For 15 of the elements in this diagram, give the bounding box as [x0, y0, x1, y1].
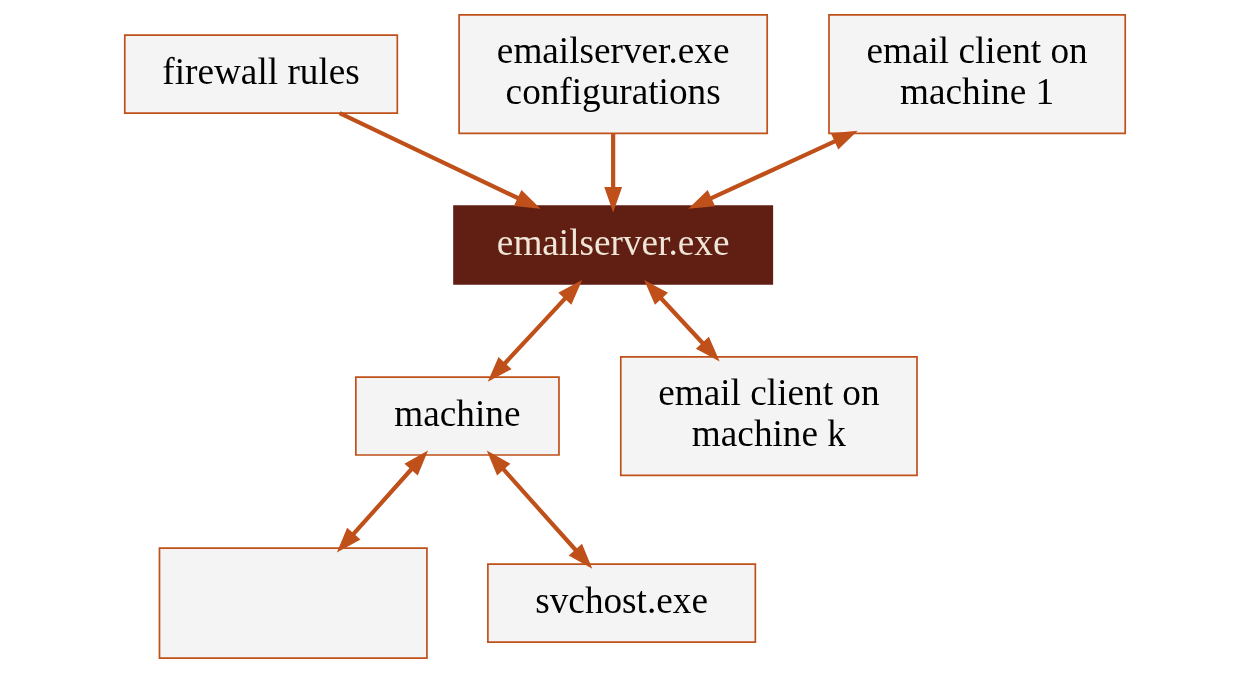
arrow: [687, 130, 858, 209]
arrow: [643, 280, 720, 362]
arrow: [336, 450, 428, 553]
node-box: svchost.exe: [486, 563, 756, 643]
node-box: [158, 547, 428, 659]
arrow: [603, 133, 622, 213]
arrow: [487, 280, 582, 382]
node-box: emailserver.exe: [452, 205, 773, 285]
node-box: emailserver.exe configurations: [457, 14, 768, 135]
node-box: email client on machine 1: [827, 14, 1126, 135]
arrow: [338, 111, 541, 209]
arrow: [486, 450, 592, 569]
node-box: machine: [354, 376, 560, 456]
node-box: firewall rules: [123, 34, 398, 114]
node-box: email client on machine k: [619, 355, 918, 477]
